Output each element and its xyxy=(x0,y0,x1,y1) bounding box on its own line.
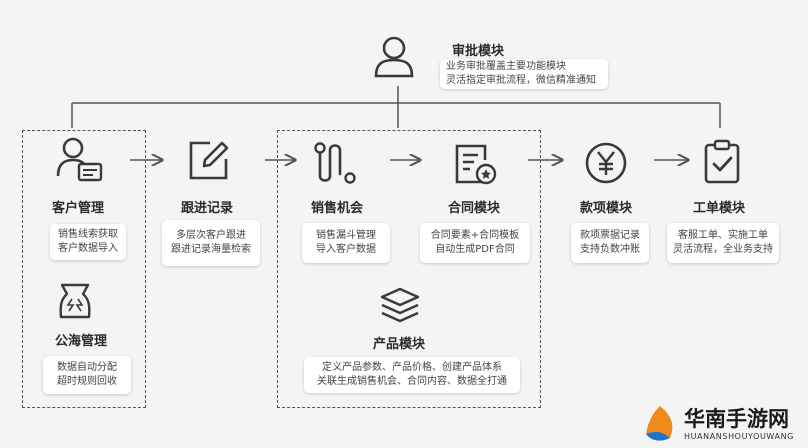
layers-icon xyxy=(378,286,422,326)
product-line-2: 关联生成销售机会、合同内容、数据全打通 xyxy=(317,376,507,387)
workorder-line-1: 客服工单、实施工单 xyxy=(678,230,768,241)
product-card: 定义产品参数、产品价格、创建产品体系 关联生成销售机会、合同内容、数据全打通 xyxy=(304,357,520,393)
approval-line-1: 业务审批覆盖主要功能模块 xyxy=(446,61,566,72)
followup-line-2: 跟进记录海量检索 xyxy=(171,244,251,255)
watermark-sub: HUANANSHOUYOUWANG xyxy=(684,432,794,441)
workorder-title: 工单模块 xyxy=(693,201,746,216)
followup-title: 跟进记录 xyxy=(181,201,234,216)
payment-line-1: 款项票据记录 xyxy=(580,230,640,241)
approval-user-icon xyxy=(372,34,416,80)
payment-line-2: 支持负数冲账 xyxy=(580,244,640,255)
workorder-card: 客服工单、实施工单 灵活流程，全业务支持 xyxy=(667,223,779,263)
customer-icon xyxy=(55,136,105,184)
route-icon xyxy=(312,140,358,186)
contract-doc-icon xyxy=(452,142,500,190)
group-customer-box xyxy=(22,130,146,408)
pool-title: 公海管理 xyxy=(55,334,108,349)
pool-card: 数据自动分配 超时规则回收 xyxy=(43,356,131,394)
product-line-1: 定义产品参数、产品价格、创建产品体系 xyxy=(322,362,502,373)
opportunity-card: 销售漏斗管理 导入客户数据 xyxy=(302,223,390,263)
opportunity-line-1: 销售漏斗管理 xyxy=(316,230,376,241)
group-sales-box xyxy=(277,130,541,408)
customer-card: 销售线索获取 客户数据导入 xyxy=(50,224,126,260)
followup-line-1: 多层次客户跟进 xyxy=(176,230,246,241)
approval-line-2: 灵活指定审批流程，微信精准通知 xyxy=(446,75,596,86)
opportunity-line-2: 导入客户数据 xyxy=(316,244,376,255)
contract-line-1: 合同要素+合同模板 xyxy=(430,230,520,241)
customer-title: 客户管理 xyxy=(52,201,105,216)
watermark-name: 华南手游网 xyxy=(684,407,789,431)
payment-title: 款项模块 xyxy=(580,201,633,216)
edit-icon xyxy=(186,138,232,184)
customer-line-1: 销售线索获取 xyxy=(58,229,118,240)
workorder-line-2: 灵活流程，全业务支持 xyxy=(673,244,773,255)
approval-title: 审批模块 xyxy=(452,44,505,59)
product-title: 产品模块 xyxy=(373,337,426,352)
contract-card: 合同要素+合同模板 自动生成PDF合同 xyxy=(420,223,530,263)
watermark-logo-icon xyxy=(646,406,673,441)
watermark: 华南手游网 HUANANSHOUYOUWANG xyxy=(640,402,805,446)
pool-line-1: 数据自动分配 xyxy=(57,362,117,373)
clipboard-check-icon xyxy=(702,138,742,186)
contract-title: 合同模块 xyxy=(448,201,501,216)
pool-bag-icon xyxy=(58,282,92,320)
approval-card: 业务审批覆盖主要功能模块 灵活指定审批流程，微信精准通知 xyxy=(440,59,608,89)
followup-card: 多层次客户跟进 跟进记录海量检索 xyxy=(162,220,260,266)
payment-card: 款项票据记录 支持负数冲账 xyxy=(571,223,649,263)
contract-line-2: 自动生成PDF合同 xyxy=(435,244,515,255)
yen-coin-icon xyxy=(583,140,629,186)
opportunity-title: 销售机会 xyxy=(311,201,364,216)
pool-line-2: 超时规则回收 xyxy=(57,376,117,387)
customer-line-2: 客户数据导入 xyxy=(58,243,118,254)
